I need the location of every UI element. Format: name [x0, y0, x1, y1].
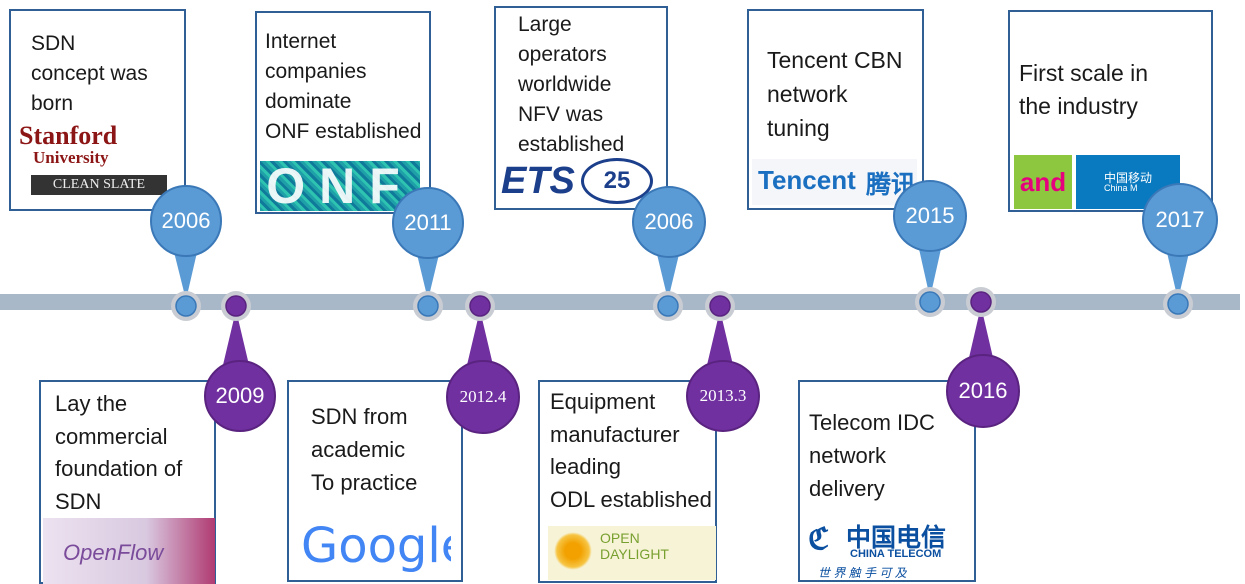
connector-top-3 [655, 246, 681, 300]
event-card-bottom-1: Lay the commercial foundation of SDN Ope… [39, 380, 216, 584]
event-card-top-5: First scale in the industry and 中国移动 Chi… [1008, 10, 1213, 212]
event-card-top-4: Tencent CBN network tuning Tencent 腾讯 [747, 9, 924, 210]
year-bubble-bottom-2: 2012.4 [446, 360, 520, 434]
and-brand-icon: and [1014, 155, 1072, 209]
onf-logo: ONF [260, 161, 420, 211]
event-text: SDN concept was born [31, 32, 148, 115]
event-text: SDN from academic To practice [311, 404, 418, 495]
telecom-swirl-icon: ℭ [808, 523, 830, 556]
connector-bottom-4 [968, 306, 994, 362]
event-text: Tencent CBN network tuning [767, 47, 903, 141]
google-logo: Google [301, 518, 451, 574]
event-text: Lay the commercial foundation of SDN [55, 391, 183, 514]
event-card-top-1: SDN concept was born Stanford University… [9, 9, 186, 211]
year-bubble-top-1: 2006 [150, 185, 222, 257]
event-text: Telecom IDC network delivery [809, 410, 935, 501]
event-card-top-3: Large operators worldwide NFV was establ… [494, 6, 668, 210]
year-bubble-top-5: 2017 [1142, 183, 1218, 257]
opendaylight-logo: OPEN DAYLIGHT [548, 526, 716, 580]
event-card-top-2: Internet companies dominate ONF establis… [255, 11, 431, 214]
openflow-logo: OpenFlow [43, 518, 215, 584]
etsi-logo: ETS 25 [501, 158, 663, 206]
year-bubble-top-4: 2015 [893, 180, 967, 252]
event-text: Equipment manufacturer leading ODL estab… [550, 389, 712, 512]
event-text: Internet companies dominate ONF establis… [265, 30, 422, 143]
connector-bottom-3 [707, 310, 733, 365]
connector-bottom-2 [467, 310, 493, 365]
year-bubble-bottom-4: 2016 [946, 354, 1020, 428]
connector-top-1 [173, 248, 198, 300]
event-card-bottom-3: Equipment manufacturer leading ODL estab… [538, 380, 717, 583]
event-card-bottom-4: Telecom IDC network delivery ℭ 中国电信 CHIN… [798, 380, 976, 582]
anniversary-badge-icon: 25 [581, 158, 653, 204]
connector-top-2 [415, 246, 441, 300]
connector-top-5 [1165, 244, 1191, 300]
china-telecom-logo: ℭ 中国电信 CHINA TELECOM 世 界 触 手 可 及 [808, 523, 947, 580]
year-bubble-top-3: 2006 [632, 186, 706, 258]
year-bubble-bottom-1: 2009 [204, 360, 276, 432]
stanford-logo: Stanford University CLEAN SLATE [19, 123, 179, 207]
event-text: Large operators worldwide NFV was establ… [518, 13, 625, 156]
event-card-bottom-2: SDN from academic To practice Google [287, 380, 463, 582]
timeline-dots [171, 287, 1193, 321]
year-bubble-top-2: 2011 [392, 187, 464, 259]
tencent-logo: Tencent 腾讯 [752, 159, 917, 205]
event-text: First scale in the industry [1019, 60, 1149, 119]
china-mobile-logo: and 中国移动 China M [1014, 155, 1180, 209]
connector-top-4 [917, 240, 943, 298]
sun-icon [554, 532, 592, 570]
connector-bottom-1 [223, 310, 249, 365]
year-bubble-bottom-3: 2013.3 [686, 360, 760, 432]
